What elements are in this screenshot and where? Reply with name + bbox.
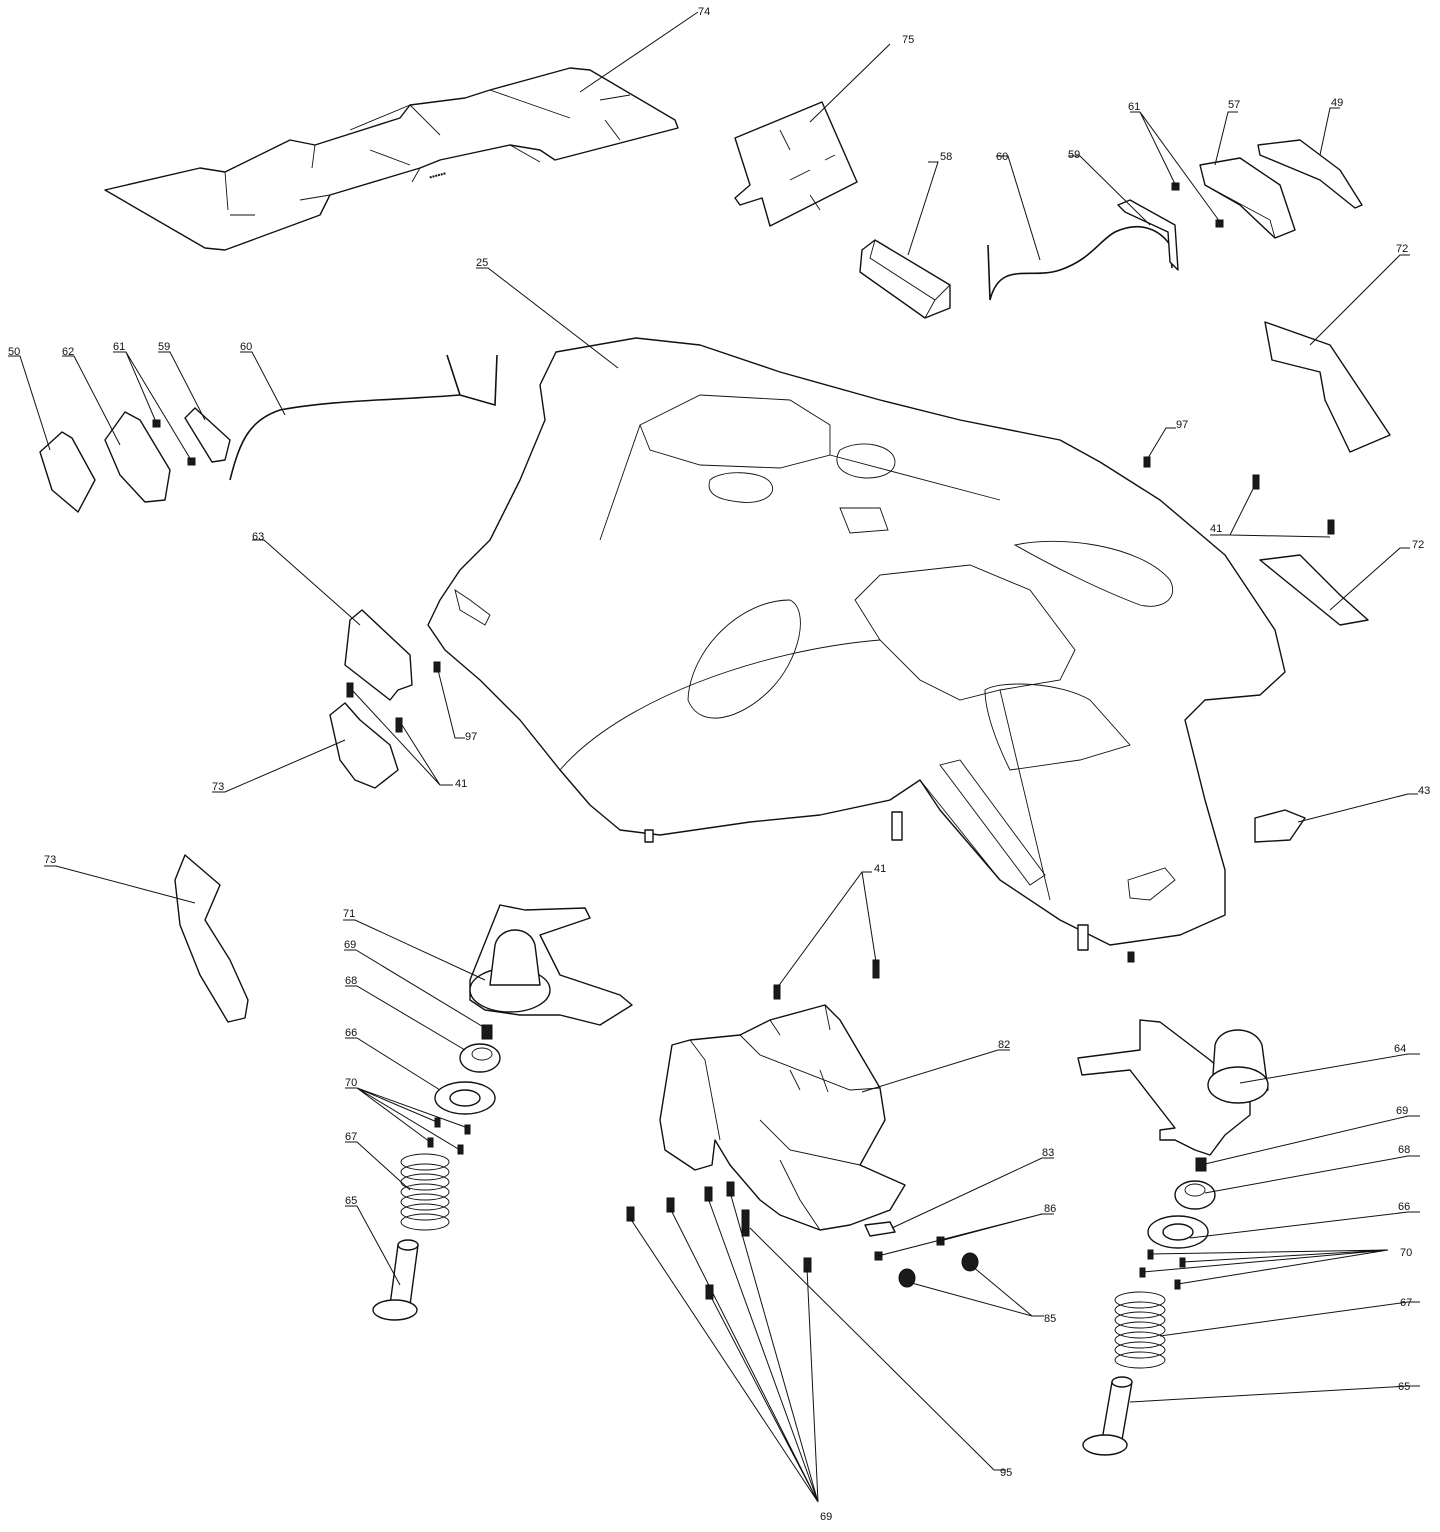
callout-97-left: 97 (465, 731, 477, 743)
part-41-screws-right (1252, 474, 1335, 535)
part-67-spring-left (400, 1153, 450, 1231)
callout-41-left: 41 (455, 778, 467, 790)
callout-61-top: 61 (1128, 101, 1140, 113)
part-57-light-housing (1199, 157, 1296, 239)
part-66-flange-left (434, 1081, 496, 1115)
callout-97-right: 97 (1176, 419, 1188, 431)
callout-59-left: 59 (158, 341, 170, 353)
callout-59-top: 59 (1068, 149, 1080, 161)
part-58-module-box (859, 239, 951, 319)
callout-73-large: 73 (44, 854, 56, 866)
part-83-pad (864, 1221, 896, 1237)
callout-65-right: 65 (1398, 1381, 1410, 1393)
callout-69-right: 69 (1396, 1105, 1408, 1117)
part-61-screws-left (152, 419, 196, 466)
part-82-mount-bracket (659, 1004, 906, 1231)
part-50-lens-left (39, 431, 96, 513)
part-68-bearing-left (459, 1043, 501, 1073)
leader-lines (8, 11, 1420, 1503)
part-70-screws-right (1139, 1249, 1186, 1290)
callout-68-left: 68 (345, 975, 357, 987)
part-60-cable-left (229, 354, 498, 481)
part-69-screws-center (626, 1181, 812, 1300)
part-59-bracket-top (1117, 199, 1179, 271)
callout-50: 50 (8, 346, 20, 358)
part-49-lens (1257, 139, 1363, 209)
part-86-nuts (874, 1236, 945, 1261)
part-62-housing-left (104, 411, 171, 503)
part-72-decal-upper (1264, 321, 1391, 453)
callout-95: 95 (1000, 1467, 1012, 1479)
callout-86: 86 (1044, 1203, 1056, 1215)
part-65-post-right (1082, 1376, 1133, 1456)
svg-text:▪▪▪▪▪▪: ▪▪▪▪▪▪ (428, 169, 447, 182)
callout-64: 64 (1394, 1043, 1406, 1055)
part-73-decal-small (329, 702, 399, 789)
callout-82: 82 (998, 1039, 1010, 1051)
callout-70-right: 70 (1400, 1247, 1412, 1259)
part-71-swivel-fork-left (469, 904, 633, 1026)
callout-70-left: 70 (345, 1077, 357, 1089)
callout-69-left: 69 (344, 939, 356, 951)
callout-67-left: 67 (345, 1131, 357, 1143)
part-25-main-shell (427, 337, 1286, 951)
part-66-flange-right (1147, 1215, 1209, 1249)
callout-60-left: 60 (240, 341, 252, 353)
callout-83: 83 (1042, 1147, 1054, 1159)
part-73-decal-large (174, 854, 249, 1023)
part-72-decal-lower (1259, 554, 1369, 626)
part-59-bracket-left (184, 407, 231, 463)
part-70-screws-left (427, 1117, 471, 1155)
callout-62: 62 (62, 346, 74, 358)
callout-43: 43 (1418, 785, 1430, 797)
part-75-decal (734, 101, 858, 227)
callout-85: 85 (1044, 1313, 1056, 1325)
callout-labels: 74 75 61 57 49 58 60 59 72 25 50 62 61 5… (8, 6, 1430, 1523)
callout-66-left: 66 (345, 1027, 357, 1039)
callout-75: 75 (902, 34, 914, 46)
callout-58: 58 (940, 151, 952, 163)
callout-73-small: 73 (212, 781, 224, 793)
part-85-springs (898, 1252, 979, 1288)
part-95-bolt (741, 1209, 750, 1237)
part-69-bolt-left (481, 1024, 493, 1040)
part-41-screws-center (773, 951, 1135, 1000)
callout-41-center: 41 (874, 863, 886, 875)
callout-63: 63 (252, 531, 264, 543)
part-97-screw-left (433, 661, 441, 673)
callout-67-right: 67 (1400, 1297, 1412, 1309)
part-68-bearing-right (1174, 1180, 1216, 1210)
callout-41-right: 41 (1210, 523, 1222, 535)
part-67-spring-right (1114, 1291, 1166, 1369)
callout-71: 71 (343, 908, 355, 920)
part-65-post-left (372, 1239, 419, 1321)
callout-57: 57 (1228, 99, 1240, 111)
callout-72-upper: 72 (1396, 243, 1408, 255)
part-63-module-left (344, 609, 413, 701)
callout-49: 49 (1331, 97, 1343, 109)
callout-60-top: 60 (996, 151, 1008, 163)
callout-68-right: 68 (1398, 1144, 1410, 1156)
part-43-decal (1254, 809, 1306, 843)
part-60-cable-top (987, 225, 1173, 301)
callout-69-center: 69 (820, 1511, 832, 1523)
callout-66-right: 66 (1398, 1201, 1410, 1213)
callout-25: 25 (476, 257, 488, 269)
part-97-screw-right (1143, 456, 1151, 468)
callout-65-left: 65 (345, 1195, 357, 1207)
part-64-swivel-fork-right (1077, 1019, 1269, 1156)
callout-74: 74 (698, 6, 710, 18)
part-61-screws-top (1171, 182, 1224, 228)
callout-61-left: 61 (113, 341, 125, 353)
part-69-bolt-right (1195, 1157, 1207, 1172)
part-74-decal-sheet: ▪▪▪▪▪▪ (104, 67, 679, 251)
callout-72-lower: 72 (1412, 539, 1424, 551)
